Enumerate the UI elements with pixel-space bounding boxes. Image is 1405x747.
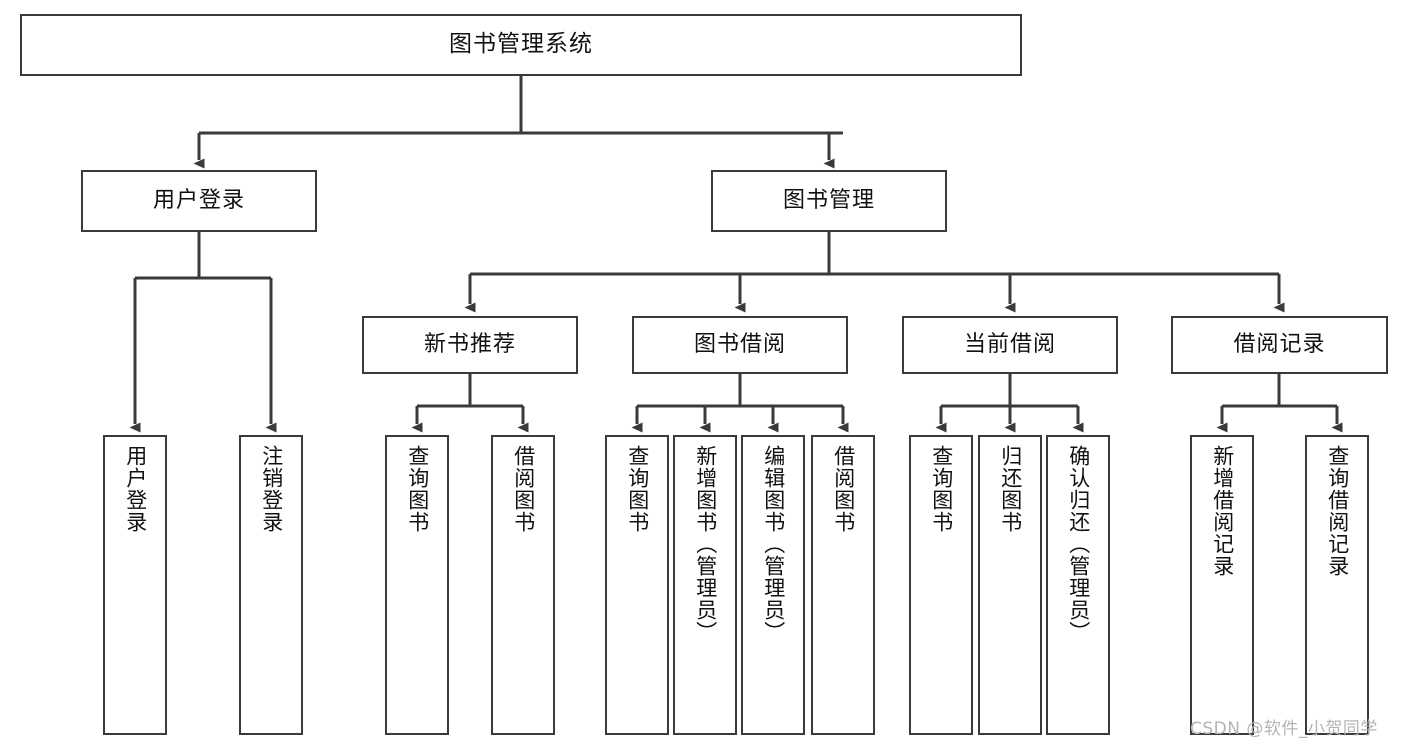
node-borrow-record[interactable]: 借阅记录 [1171,316,1388,374]
leaf-book-borrow-add[interactable]: 新增图书（管理员） [673,435,737,735]
leaf-book-borrow-edit[interactable]: 编辑图书（管理员） [741,435,805,735]
node-book-borrow-label: 图书借阅 [693,331,786,357]
node-new-book-recommend[interactable]: 新书推荐 [362,316,578,374]
node-book-manage-label: 图书管理 [782,187,875,213]
leaf-current-borrow-confirm[interactable]: 确认归还（管理员） [1046,435,1110,735]
leaf-label: 编辑图书（管理员） [761,445,786,643]
node-new-book-recommend-label: 新书推荐 [423,331,516,357]
leaf-borrow-record-add[interactable]: 新增借阅记录 [1190,435,1254,735]
leaf-book-borrow-query[interactable]: 查询图书 [605,435,669,735]
leaf-new-book-query[interactable]: 查询图书 [385,435,449,735]
leaf-book-borrow-borrow[interactable]: 借阅图书 [811,435,875,735]
leaf-label: 注销登录 [259,445,284,533]
leaf-label: 查询图书 [625,445,650,533]
node-book-borrow[interactable]: 图书借阅 [632,316,848,374]
leaf-label: 查询图书 [405,445,430,533]
node-current-borrow[interactable]: 当前借阅 [902,316,1118,374]
leaf-current-borrow-query[interactable]: 查询图书 [909,435,973,735]
leaf-label: 归还图书 [998,445,1023,533]
node-user-login[interactable]: 用户登录 [81,170,317,232]
leaf-label: 确认归还（管理员） [1066,445,1091,643]
leaf-borrow-record-query[interactable]: 查询借阅记录 [1305,435,1369,735]
leaf-label: 查询借阅记录 [1325,445,1350,577]
node-borrow-record-label: 借阅记录 [1233,331,1326,357]
leaf-label: 借阅图书 [831,445,856,533]
leaf-user-login-login[interactable]: 用户登录 [103,435,167,735]
leaf-label: 新增图书（管理员） [693,445,718,643]
node-root-label: 图书管理系统 [449,31,593,58]
csdn-watermark: CSDN @软件_小贺同学 [1190,719,1378,739]
node-current-borrow-label: 当前借阅 [963,331,1056,357]
leaf-label: 查询图书 [929,445,954,533]
leaf-user-login-logout[interactable]: 注销登录 [239,435,303,735]
node-user-login-label: 用户登录 [152,187,245,213]
leaf-new-book-borrow[interactable]: 借阅图书 [491,435,555,735]
leaf-label: 新增借阅记录 [1210,445,1235,577]
node-root[interactable]: 图书管理系统 [20,14,1022,76]
leaf-label: 用户登录 [123,445,148,533]
leaf-label: 借阅图书 [511,445,536,533]
node-book-manage[interactable]: 图书管理 [711,170,947,232]
leaf-current-borrow-return[interactable]: 归还图书 [978,435,1042,735]
